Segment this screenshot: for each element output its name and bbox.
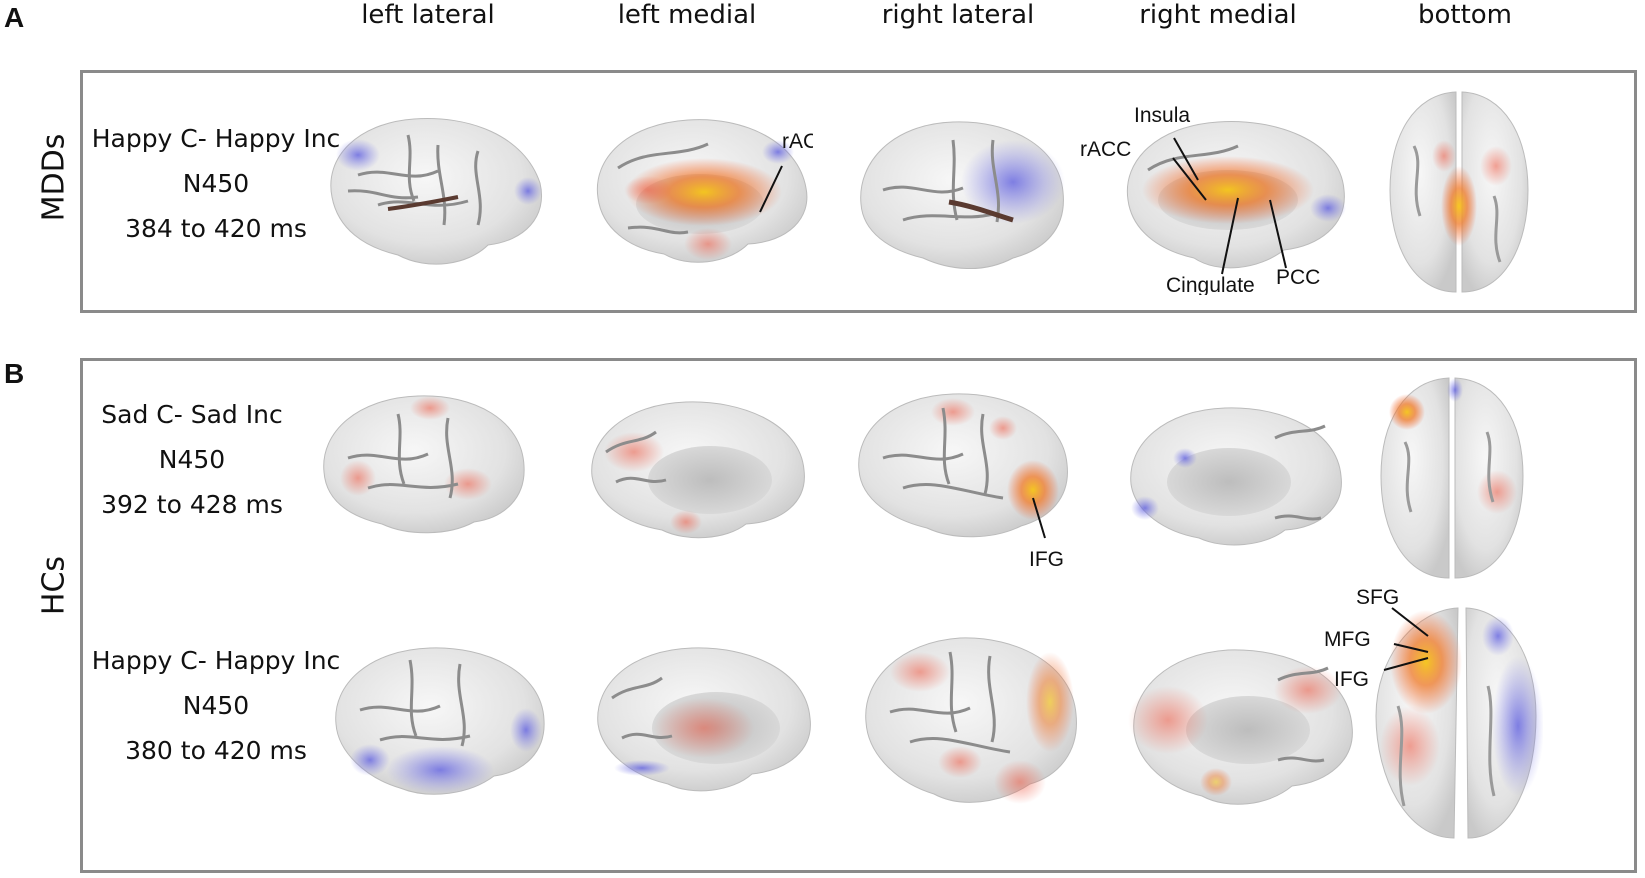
brain-row-b2-right-lateral (865, 637, 1077, 804)
column-header-right-medial: right medial (1139, 0, 1297, 30)
column-header-bottom: bottom (1417, 0, 1513, 30)
group-label-mdds: MDDs (36, 133, 72, 222)
condition-window: 380 to 420 ms (125, 736, 307, 765)
brain-row-b1-left-medial (591, 401, 805, 539)
condition-label-row-b2: Happy C- Happy Inc N450 380 to 420 ms (82, 638, 350, 773)
brain-row-b1-bottom (1380, 377, 1524, 579)
brain-row-b1-right-medial (1130, 407, 1342, 546)
condition-contrast: Sad C- Sad Inc (101, 400, 283, 429)
brain-row-a-left-lateral (330, 118, 542, 265)
brain-row-b2-bottom: SFG MFG IFG (1324, 586, 1543, 839)
column-header-left-lateral: left lateral (361, 0, 495, 30)
brain-row-b2-left-lateral (335, 647, 545, 795)
condition-label-row-a: Happy C- Happy Inc N450 384 to 420 ms (82, 116, 350, 251)
annotation-insula: Insula (1134, 104, 1190, 127)
annotation-cingulate: Cingulate (1166, 274, 1255, 295)
annotation-pcc: PCC (1276, 266, 1320, 289)
condition-component: N450 (182, 169, 250, 198)
brain-row-a-right-medial: Insula rACC Cingulate PCC (1080, 104, 1346, 295)
brain-row-b1-left-lateral (323, 395, 525, 534)
panel-a-frame (80, 70, 1637, 313)
group-label-hcs: HCs (36, 555, 72, 616)
annotation-racc-a-left-medial: rACC (782, 130, 813, 153)
annotation-ifg-b1-right-lateral: IFG (1029, 548, 1064, 571)
annotation-sfg: SFG (1356, 586, 1399, 609)
panel-letter-b: B (4, 358, 25, 389)
brain-row-b2-right-medial (1128, 649, 1353, 805)
column-header-left-medial: left medial (617, 0, 757, 30)
brain-row-a-right-lateral (860, 121, 1065, 269)
brain-row-b2-left-medial (597, 647, 811, 792)
brain-row-a-bottom (1389, 91, 1529, 293)
condition-component: N450 (158, 445, 226, 474)
annotation-racc-a-right-medial: rACC (1080, 138, 1131, 161)
panel-b-frame (80, 358, 1637, 873)
condition-contrast: Happy C- Happy Inc (91, 646, 341, 675)
condition-contrast: Happy C- Happy Inc (91, 124, 341, 153)
annotation-ifg-b2-bottom: IFG (1334, 668, 1369, 691)
condition-label-row-b1: Sad C- Sad Inc N450 392 to 428 ms (82, 392, 302, 527)
brain-row-a-left-medial: rACC (596, 119, 813, 263)
condition-window: 384 to 420 ms (125, 214, 307, 243)
condition-window: 392 to 428 ms (101, 490, 283, 519)
annotation-mfg: MFG (1324, 628, 1371, 651)
condition-component: N450 (182, 691, 250, 720)
panel-letter-a: A (4, 2, 25, 33)
brain-row-b1-right-lateral: IFG (858, 393, 1068, 571)
column-header-right-lateral: right lateral (881, 0, 1035, 30)
